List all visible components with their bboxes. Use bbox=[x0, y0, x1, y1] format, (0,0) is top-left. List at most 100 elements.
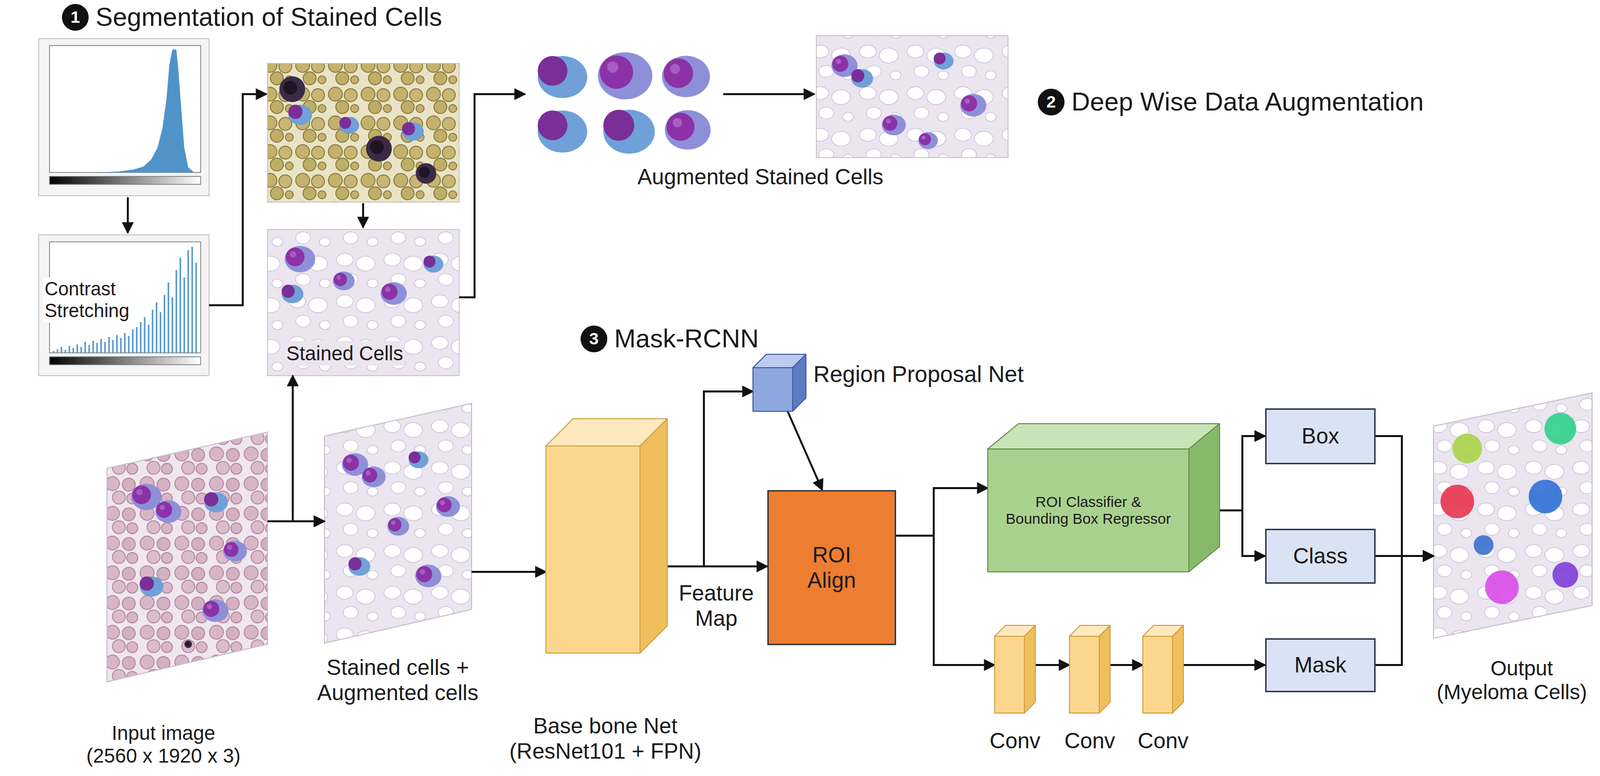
flow-arrow bbox=[723, 93, 815, 96]
stained-cell bbox=[402, 122, 425, 141]
connector-arrow bbox=[787, 411, 823, 490]
stained-cell bbox=[380, 282, 407, 306]
classifier-block: ROI Classifier & Bounding Box Regressor bbox=[987, 423, 1220, 572]
side-label-wrap: Region Proposal Net bbox=[813, 361, 1024, 388]
image-caption: Output (Myeloma Cells) bbox=[1433, 656, 1591, 705]
connector-arrow bbox=[1035, 663, 1070, 666]
histogram-frame bbox=[38, 38, 210, 196]
debris bbox=[184, 640, 193, 648]
augmented-cell bbox=[537, 110, 588, 153]
stained-cell bbox=[933, 52, 954, 70]
augmented-cell bbox=[664, 109, 711, 150]
flow-arrow bbox=[209, 94, 267, 306]
stained-cell bbox=[155, 500, 182, 524]
flow-arrow bbox=[362, 203, 365, 228]
stained-cell bbox=[348, 557, 371, 576]
cell-group: Augmented Stained Cells bbox=[525, 44, 887, 194]
front-face bbox=[994, 636, 1025, 713]
stained-cell bbox=[881, 114, 906, 136]
face-text-wrap: ROI Classifier & Bounding Box Regressor bbox=[987, 448, 1189, 572]
caption-wrap: Augmented Stained Cells bbox=[631, 164, 890, 190]
conv-block: Conv bbox=[1142, 625, 1184, 713]
rpn-cube: Region Proposal Net bbox=[752, 354, 806, 412]
caption-wrap: Input image (2560 x 1920 x 3) bbox=[85, 721, 242, 767]
cell-mask bbox=[1440, 484, 1475, 519]
caption-wrap: Stained cells + Augmented cells bbox=[313, 654, 482, 705]
connector-arrow bbox=[1219, 435, 1266, 511]
connector-arrow bbox=[896, 535, 995, 665]
image-caption: Input image (2560 x 1920 x 3) bbox=[85, 721, 242, 767]
stained-cell bbox=[415, 162, 437, 184]
connector-arrow bbox=[459, 94, 526, 298]
section-title: Segmentation of Stained Cells bbox=[95, 2, 443, 33]
connector-arrow bbox=[1375, 435, 1434, 556]
output-image bbox=[1433, 392, 1593, 639]
cell-mask bbox=[1452, 433, 1483, 464]
caption-wrap: Conv bbox=[1128, 728, 1198, 754]
front-face bbox=[545, 445, 640, 653]
histogram-panel: Contrast Stretching bbox=[38, 234, 210, 376]
edge-label-wrap: Feature Map bbox=[674, 580, 759, 631]
augmented-cell bbox=[603, 109, 655, 154]
stained-cell bbox=[279, 76, 306, 103]
connector-arrow bbox=[267, 520, 325, 523]
step-badge: 3Mask-RCNN bbox=[580, 325, 608, 353]
histogram-frame bbox=[38, 234, 210, 376]
image-panel: Stained cells + Augmented cells bbox=[324, 403, 472, 643]
block-caption: Conv bbox=[1128, 728, 1198, 754]
smear-image bbox=[106, 431, 268, 682]
caption-wrap: Conv bbox=[980, 728, 1050, 754]
input-image bbox=[106, 431, 268, 682]
stained-cell bbox=[222, 540, 247, 562]
cell-mask bbox=[1528, 479, 1563, 514]
stained-cell bbox=[423, 255, 444, 273]
connector-arrow bbox=[896, 487, 988, 536]
histogram-bars bbox=[49, 49, 195, 173]
image-caption: Stained cells + Augmented cells bbox=[313, 654, 482, 705]
section-title: Deep Wise Data Augmentation bbox=[1071, 87, 1424, 117]
connector-arrow bbox=[667, 391, 753, 567]
block-label: ROI Classifier & Bounding Box Regressor bbox=[1004, 493, 1173, 528]
block-shape bbox=[1142, 625, 1184, 713]
image-caption: Augmented Stained Cells bbox=[631, 164, 890, 190]
box-label: Mask bbox=[1294, 652, 1347, 678]
block-shape bbox=[994, 625, 1036, 713]
smear-image bbox=[324, 403, 472, 643]
connector-arrow bbox=[667, 565, 768, 568]
stained-cell bbox=[851, 69, 874, 88]
output-box: Class bbox=[1265, 528, 1376, 584]
box-label: ROI Align bbox=[797, 542, 867, 593]
augmented-cell bbox=[661, 55, 710, 98]
training-image bbox=[324, 403, 472, 643]
block-shape bbox=[752, 354, 806, 412]
connector-arrow bbox=[1375, 555, 1434, 665]
stained-cell bbox=[204, 491, 228, 513]
step-number: 2 bbox=[1046, 92, 1057, 112]
image-caption: Stained Cells bbox=[284, 340, 406, 366]
caption-wrap: Conv bbox=[1055, 728, 1125, 754]
augmented-cell bbox=[537, 55, 588, 99]
stained-cell bbox=[415, 564, 442, 588]
edge-label: Feature Map bbox=[674, 580, 759, 631]
side-face bbox=[792, 354, 806, 412]
step-number: 3 bbox=[589, 328, 599, 349]
image-caption: Contrast Stretching bbox=[42, 277, 132, 323]
output-box: Mask bbox=[1265, 638, 1376, 693]
block-shape bbox=[1069, 625, 1111, 713]
connector-arrow bbox=[1110, 663, 1143, 666]
backbone-block: Base bone Net (ResNet101 + FPN) bbox=[545, 418, 668, 653]
section-title: Mask-RCNN bbox=[614, 323, 759, 354]
image-panel: Stained Cells bbox=[267, 229, 460, 376]
block-shape bbox=[545, 418, 668, 653]
cell-mask bbox=[1552, 561, 1579, 588]
connector-arrow bbox=[292, 375, 325, 522]
box-label: Box bbox=[1301, 423, 1340, 449]
process-box: ROI Align bbox=[767, 489, 897, 645]
smear-image bbox=[267, 229, 460, 376]
top-face bbox=[987, 423, 1220, 449]
caption-wrap: Output (Myeloma Cells) bbox=[1433, 656, 1591, 705]
caption-wrap: Stained Cells bbox=[284, 340, 414, 366]
stained-cell bbox=[435, 495, 460, 517]
cell-mask bbox=[1544, 412, 1577, 445]
